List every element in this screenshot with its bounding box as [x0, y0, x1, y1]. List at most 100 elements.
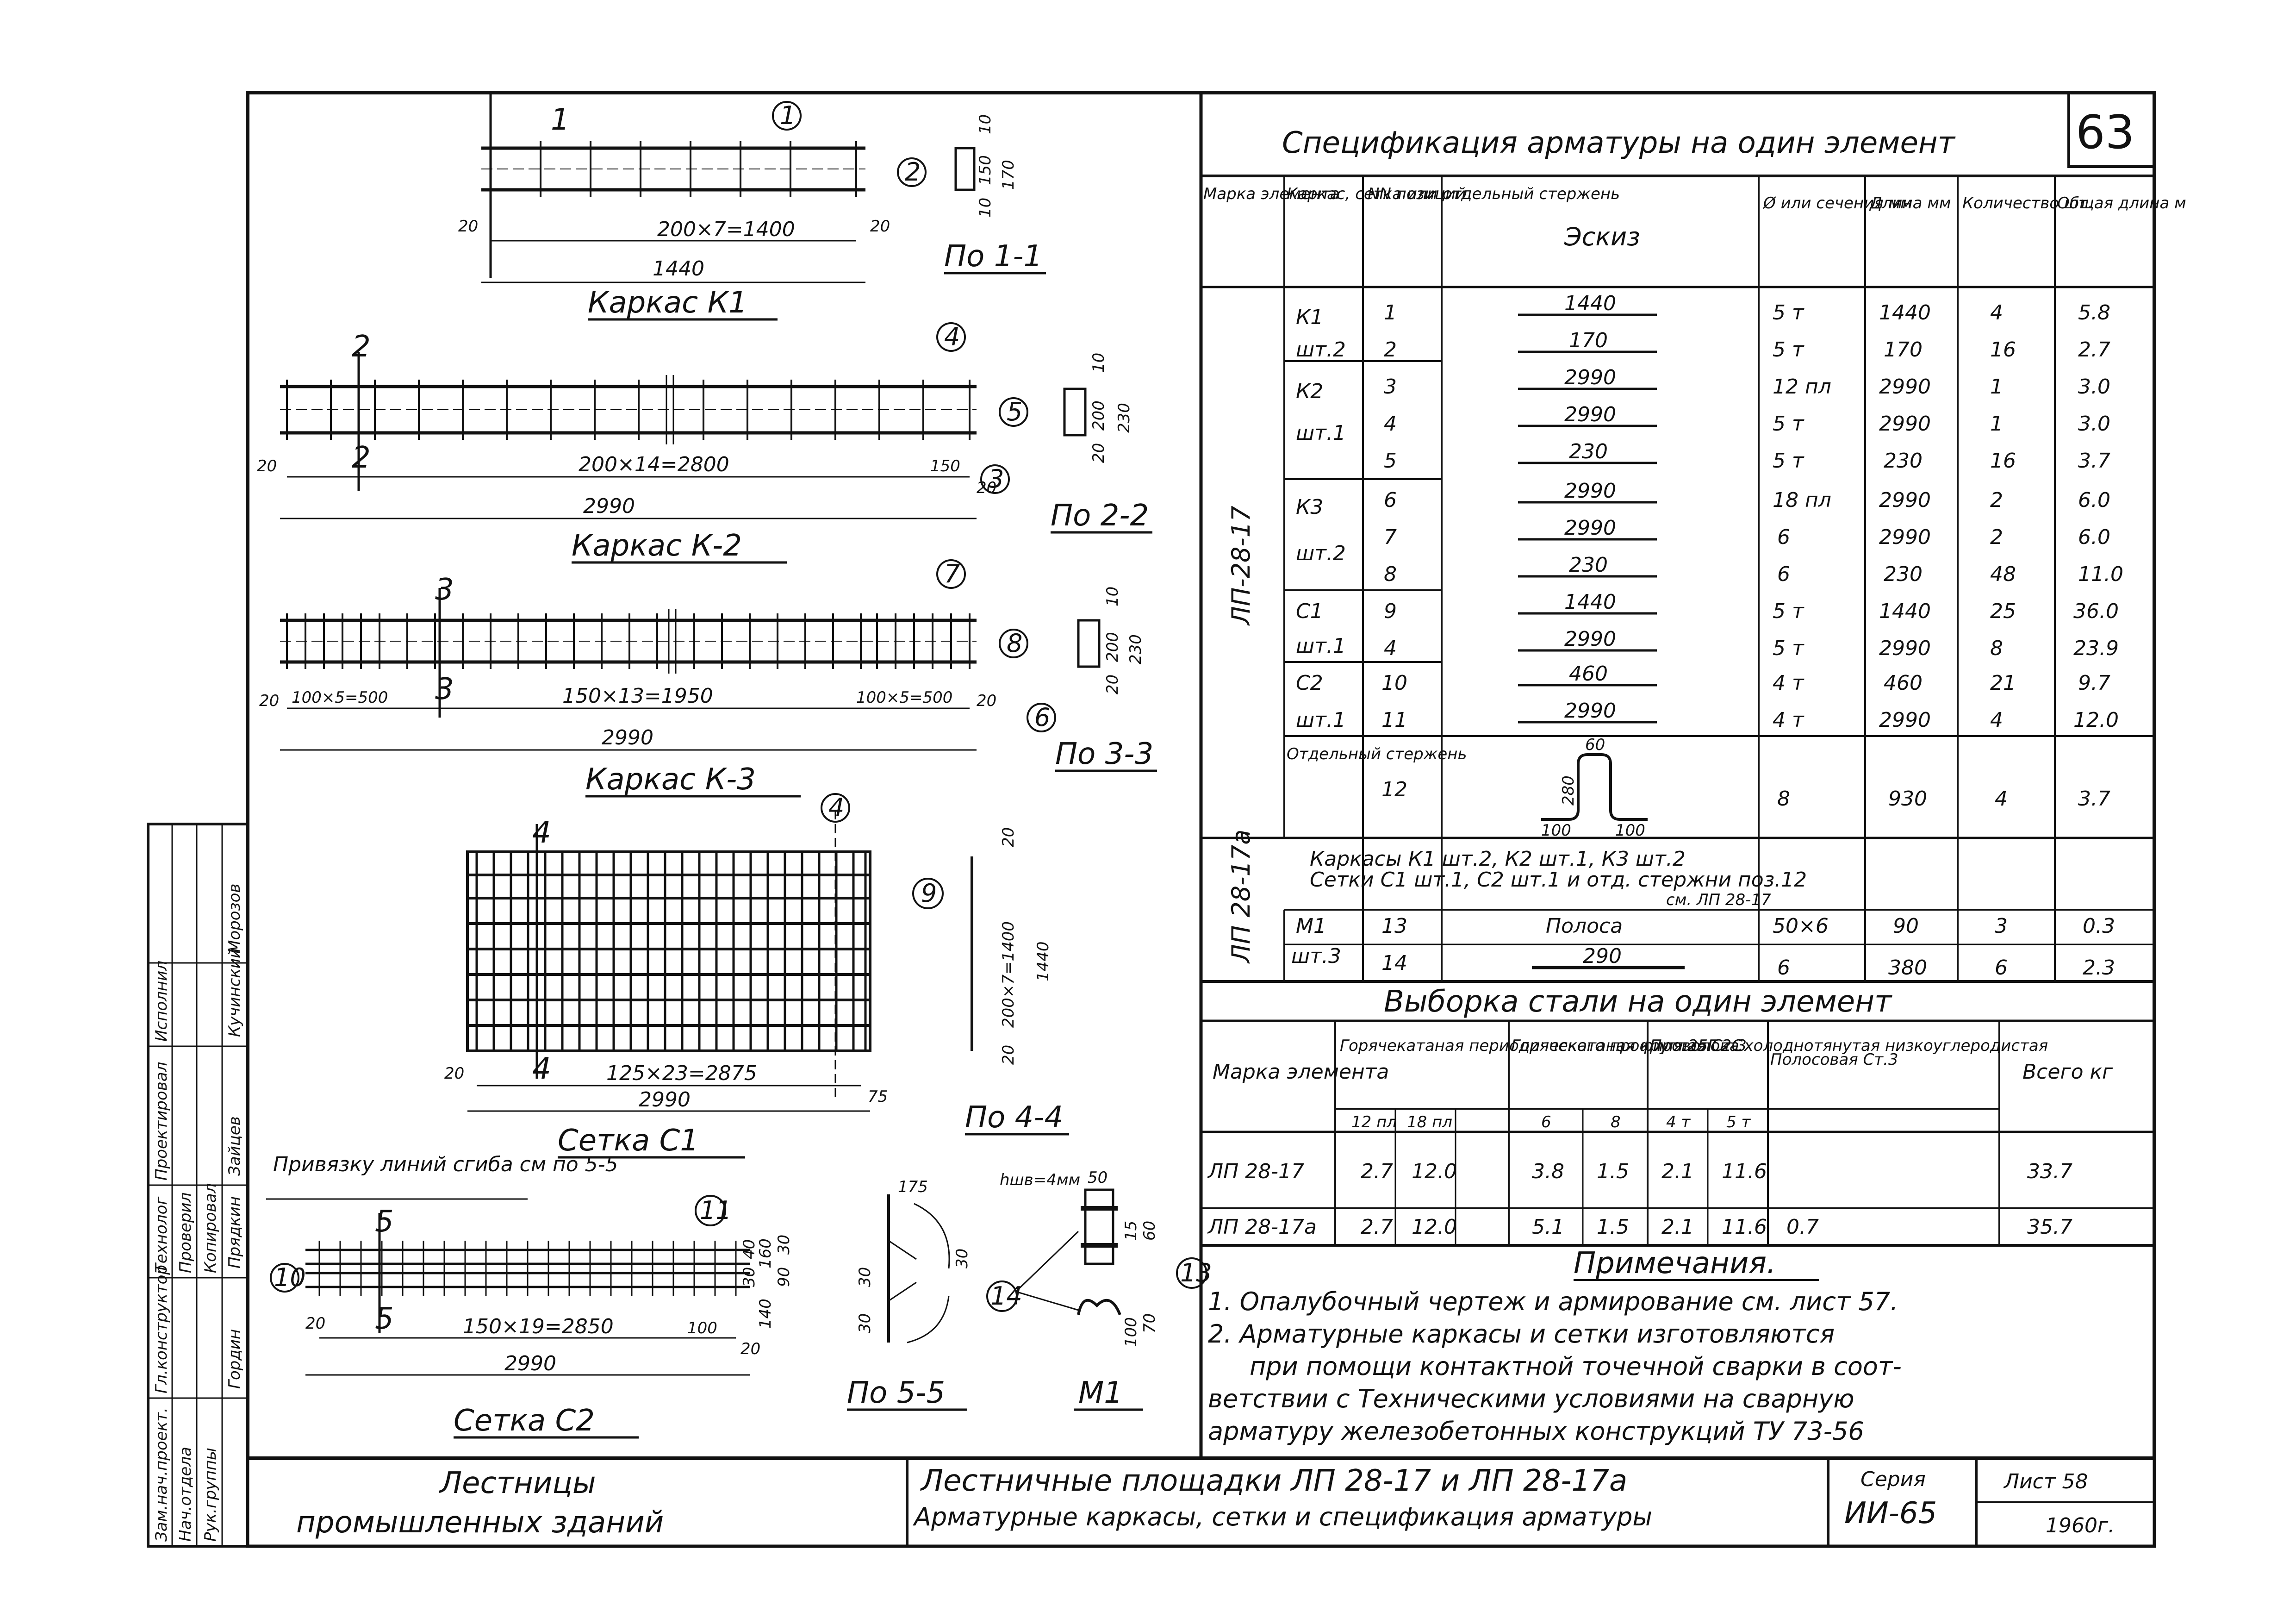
side-name-5: Морозов	[225, 884, 244, 954]
note-line-1: 1. Опалубочный чертеж и армирование см. …	[1208, 1287, 1898, 1316]
spec-total: 5.8	[2078, 301, 2110, 325]
spec-rod12-d3: 100	[1541, 821, 1571, 840]
spec-pos: 2	[1384, 338, 1397, 362]
spec-len: 460	[1884, 671, 1923, 695]
c2-cross-rods	[318, 1241, 737, 1296]
c2-dim-end-right: 20	[740, 1340, 760, 1358]
side-role-9: Копировал	[201, 1183, 220, 1273]
spec-rod12-qty: 4	[1995, 787, 2008, 811]
k2-callout-circle	[936, 322, 966, 352]
steel-cell: 12.0	[1412, 1215, 1457, 1239]
c2-note-line: Привязку линий сгиба см по 5-5	[273, 1153, 618, 1176]
spec-qty: 16	[1990, 449, 2016, 473]
c1-sec-h3: 20	[999, 827, 1018, 847]
k1-sec-h3: 10	[976, 114, 995, 134]
spec-total: 23.9	[2073, 637, 2119, 660]
c2-dim-end: 20	[305, 1314, 325, 1333]
steel-sub: 6	[1541, 1113, 1551, 1131]
k3-callout-rod: 7	[944, 559, 960, 588]
spec-m1-qty: шт.3	[1291, 944, 1341, 968]
spec-header-qty: Количество шт.	[1962, 194, 2093, 212]
steel-cell: 2.1	[1661, 1160, 1694, 1183]
spec-rod12-d2: 280	[1559, 775, 1578, 806]
spec-pos: 8	[1384, 562, 1397, 586]
spec-pos: 10	[1381, 671, 1407, 695]
steel-col-mark: Марка элемента	[1213, 1060, 1389, 1084]
s55-d4: 30	[953, 1249, 971, 1268]
spec-group: К3	[1296, 495, 1323, 519]
k2-sec-h2: 230	[1115, 403, 1133, 433]
spec-sketch: 230	[1569, 553, 1608, 577]
k2-section-shape	[1063, 387, 1087, 437]
k2-dim-step: 200×14=2800	[579, 453, 729, 476]
spec-qty: 16	[1990, 338, 2016, 362]
spec-pos: 5	[1384, 449, 1397, 473]
k3-section-title: По 3-3	[1055, 737, 1153, 771]
c1-callout-bar: 9	[921, 879, 937, 908]
spec-rod12-pos: 12	[1381, 778, 1407, 801]
spec-header-mark: Марка элемента	[1203, 185, 1340, 203]
c2-dim-h4: 40	[740, 1239, 759, 1259]
spec-len: 2990	[1879, 412, 1931, 436]
k3-dim-left: 100×5=500	[292, 688, 388, 707]
steel-cell-total: 35.7	[2027, 1215, 2072, 1239]
note-line-2: 2. Арматурные каркасы и сетки изготовляю…	[1208, 1319, 1835, 1349]
k3-callout-bar: 8	[1007, 629, 1022, 658]
steel-cell: 5.1	[1532, 1215, 1564, 1239]
m1-callout-circle	[986, 1280, 1018, 1312]
s55-d1: 175	[898, 1178, 928, 1196]
steel-col-wire: Проволока холоднотянутая низкоуглеродист…	[1650, 1037, 2048, 1055]
m1-callout-a: 14	[990, 1281, 1022, 1311]
c1-callout-circle	[912, 878, 944, 909]
k1-dim-end: 20	[458, 217, 478, 236]
spec-qty: 1	[1990, 375, 2003, 399]
k3-callout-circle	[1027, 703, 1056, 732]
spec-m1-len: 90	[1893, 914, 1919, 938]
spec-sketch: 2990	[1564, 627, 1616, 651]
c2-callout-circle	[270, 1263, 299, 1293]
s55-bend-arc	[907, 1296, 950, 1343]
m1-leader	[1015, 1230, 1079, 1293]
spec-pos: 7	[1384, 525, 1397, 549]
steel-sub: 5 т	[1726, 1113, 1751, 1131]
spec-group: шт.1	[1296, 708, 1346, 732]
k1-mark: 1	[551, 103, 570, 137]
c1-mark: 4	[532, 816, 551, 850]
spec-len: 170	[1884, 338, 1923, 362]
spec-group: С1	[1296, 600, 1323, 623]
c1-mark-bottom: 4	[532, 1052, 551, 1086]
k1-section-title: По 1-1	[944, 239, 1042, 274]
spec-m1-total: 2.3	[2083, 956, 2115, 980]
steel-sub: 12 пл	[1351, 1113, 1397, 1131]
spec-qty: 4	[1990, 301, 2003, 325]
k1-sec-h1: 150	[976, 155, 995, 185]
c1-dim-step: 125×23=2875	[606, 1062, 757, 1085]
spec-group: К2	[1296, 380, 1323, 403]
k3-sec-h3: 10	[1103, 587, 1122, 606]
spec-rod12-d4: 100	[1615, 821, 1645, 840]
k2-section-title: По 2-2	[1051, 499, 1149, 533]
k2-sec-h3: 10	[1089, 353, 1108, 373]
side-role-1: Зам.нач.проект.	[152, 1407, 171, 1542]
k2-callout-side: 3	[988, 464, 1004, 493]
c1-outline	[466, 850, 871, 1052]
k1-dim-step: 200×7=1400	[657, 218, 795, 241]
spec-dia: 6	[1777, 525, 1790, 549]
spec-rod12-group: Отдельный стержень	[1287, 745, 1467, 763]
c2-dim-h6: 30	[775, 1235, 793, 1255]
k1-sec-h2: 170	[999, 160, 1018, 190]
spec-len: 2990	[1879, 637, 1931, 660]
k2-mark: 2	[352, 330, 371, 364]
side-role-4: Проектировал	[152, 1062, 171, 1181]
spec-qty: 2	[1990, 488, 2003, 512]
k1-sec-h4: 10	[976, 198, 995, 218]
k1-dim-end-right: 20	[870, 217, 890, 236]
spec-dia: 5 т	[1773, 412, 1804, 436]
steel-sub: 4 т	[1666, 1113, 1691, 1131]
spec-dia: 4 т	[1773, 708, 1804, 732]
stamp-series: ИИ-65	[1844, 1496, 1937, 1530]
c2-dim-total: 2990	[504, 1352, 556, 1375]
steel-row-mark: ЛП 28-17	[1207, 1160, 1304, 1183]
spec-rod12-d1: 60	[1585, 736, 1605, 754]
spec-header-dia: Ø или сечения мм	[1762, 194, 1912, 212]
